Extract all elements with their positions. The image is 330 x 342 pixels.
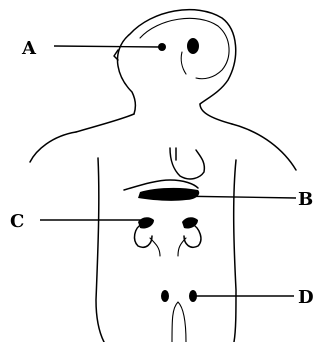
stomach-pancreas [124, 148, 204, 201]
label-d: D [298, 287, 314, 308]
left-side [96, 158, 104, 342]
neck-right [200, 104, 232, 124]
cerebellum [187, 38, 199, 54]
pancreas [138, 188, 199, 201]
right-side [234, 160, 236, 342]
left-shoulder-arm [30, 132, 76, 162]
neck-left [76, 114, 134, 132]
head [114, 10, 236, 114]
left-gonad [161, 290, 169, 302]
label-c: C [10, 211, 24, 232]
label-b: B [298, 189, 313, 210]
kidneys [135, 217, 201, 256]
brain-outline [140, 18, 229, 78]
left-adrenal-gland [138, 217, 154, 228]
stomach-outline [170, 148, 204, 179]
leader-line-a [54, 46, 160, 47]
label-a: A [21, 38, 37, 59]
torso [30, 104, 296, 342]
right-shoulder-arm [232, 124, 296, 170]
gonads [161, 290, 197, 302]
crotch [172, 302, 186, 342]
brainstem [181, 52, 186, 74]
